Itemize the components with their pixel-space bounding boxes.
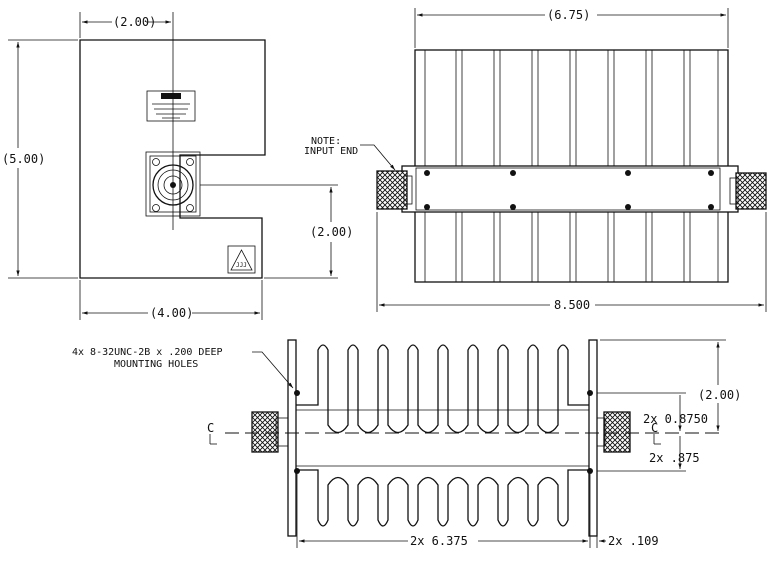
top-view-input-connector — [376, 170, 408, 210]
side-view-dim-height: (2.00) — [698, 388, 741, 402]
svg-text:JJJ: JJJ — [236, 262, 247, 269]
front-dim-width-bottom: (4.00) — [150, 306, 193, 320]
side-view: C C 4x 8-32UNC-2B x .200 DEEP MOUNTING H… — [72, 339, 741, 548]
top-view-note-text: INPUT END — [304, 146, 358, 157]
side-view-lower-fins — [296, 469, 589, 527]
side-view-left-plate — [287, 339, 297, 537]
front-dim-height: (5.00) — [2, 152, 45, 166]
side-view-dim-upper-hole: 2x 0.8750 — [643, 412, 708, 426]
top-view: NOTE: INPUT END (6.75) 8.500 — [304, 8, 767, 312]
side-view-dim-hole-spacing: 2x 6.375 — [410, 534, 468, 548]
side-view-holes-note-2: MOUNTING HOLES — [114, 359, 198, 370]
front-view-body — [79, 39, 266, 279]
side-view-dim-edge-offset: 2x .109 — [608, 534, 659, 548]
front-dim-width-top: (2.00) — [113, 15, 156, 29]
side-view-cl-right: C — [651, 421, 658, 435]
top-view-fins — [424, 50, 719, 282]
side-view-holes-note: 4x 8-32UNC-2B x .200 DEEP — [72, 347, 223, 358]
front-view: JJJ (2.00) (5.00) (2.00) (4.00) — [2, 12, 353, 320]
top-view-dim-body-length: (6.75) — [547, 8, 590, 22]
side-view-output-connector — [603, 411, 631, 453]
top-view-center-bar — [401, 165, 739, 213]
label-plate — [146, 90, 196, 122]
side-view-upper-fins — [296, 344, 589, 434]
top-view-note-title: NOTE: — [311, 136, 341, 147]
top-view-output-connector — [735, 172, 767, 210]
side-view-input-connector — [251, 411, 279, 453]
top-view-dim-overall-length: 8.500 — [554, 298, 590, 312]
front-dim-connector-offset: (2.00) — [310, 225, 353, 239]
warning-label: JJJ — [227, 245, 256, 274]
side-view-dim-lower-hole: 2x .875 — [649, 451, 700, 465]
side-view-cl-left: C — [207, 421, 214, 435]
